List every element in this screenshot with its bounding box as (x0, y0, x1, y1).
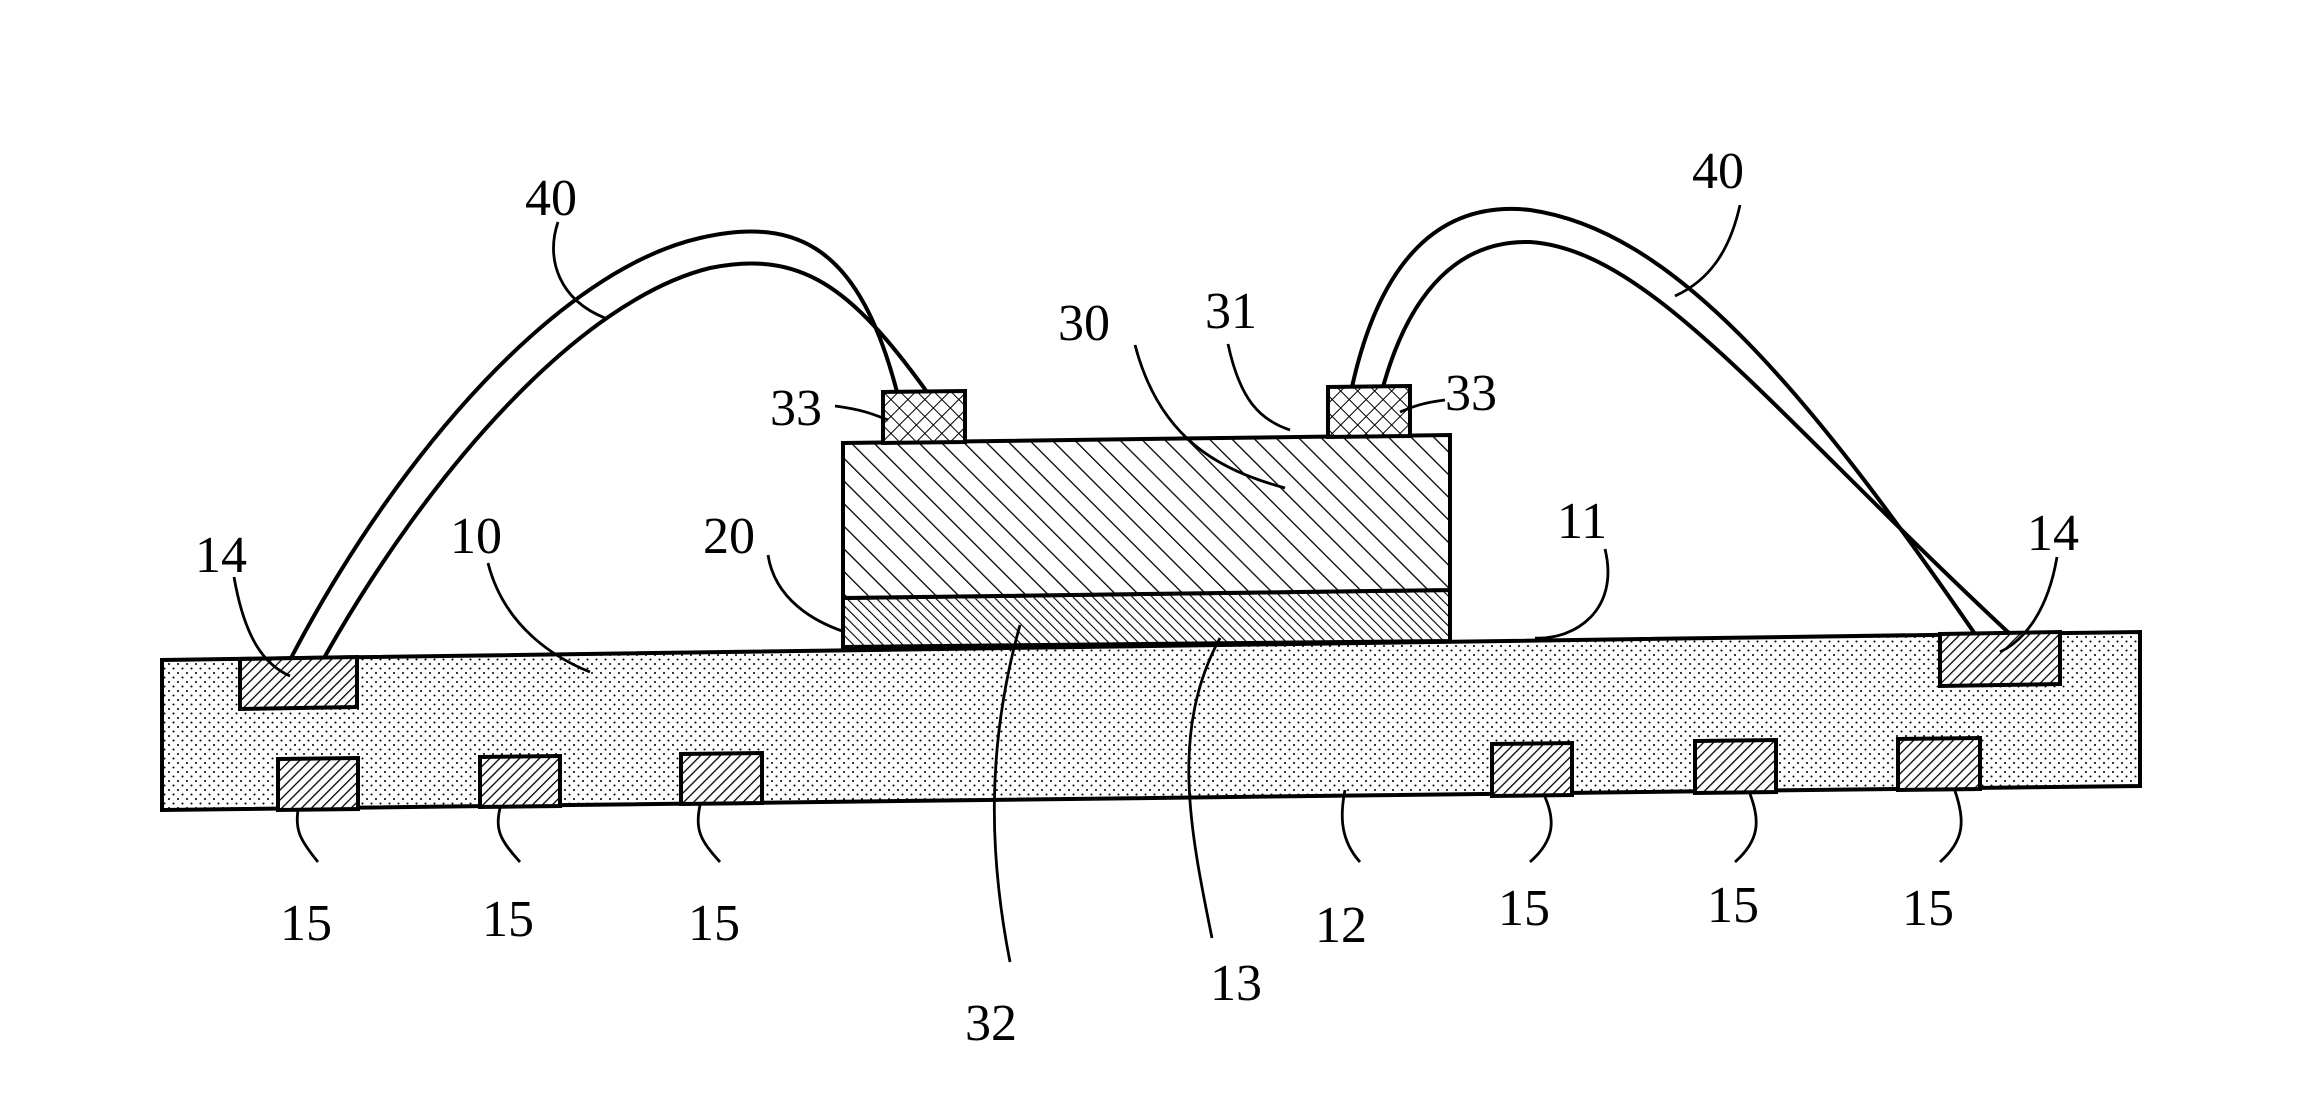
bottom-pad-3 (681, 753, 762, 804)
label-chip-area: 13 (1210, 955, 1262, 1012)
label-chip: 30 (1058, 295, 1110, 352)
label-chip-top: 31 (1205, 283, 1257, 340)
label-adhesive: 20 (703, 508, 755, 565)
leader-15-2 (498, 808, 520, 862)
bottom-pad-2 (480, 756, 560, 807)
leader-15-5 (1735, 794, 1756, 862)
bump-left (883, 391, 965, 443)
bond-wire-left (291, 232, 927, 658)
label-substrate: 10 (450, 508, 502, 565)
label-bottom-pad-4: 15 (1498, 880, 1550, 937)
label-top-pad-right: 14 (2027, 505, 2079, 562)
bottom-pad-1 (278, 758, 358, 810)
label-bottom-pad-5: 15 (1707, 877, 1759, 934)
label-bottom-pad-1: 15 (280, 895, 332, 952)
label-chip-bottom: 32 (965, 995, 1017, 1052)
leader-11 (1535, 549, 1608, 638)
leader-40-left (553, 222, 605, 318)
label-substrate-bottom: 12 (1315, 897, 1367, 954)
leader-33-left (835, 406, 888, 420)
label-bump-right: 33 (1445, 365, 1497, 422)
label-top-pad-left: 14 (195, 527, 247, 584)
leader-12 (1342, 790, 1360, 862)
label-substrate-top: 11 (1557, 493, 1607, 550)
chip (843, 435, 1450, 598)
leader-15-6 (1940, 791, 1961, 862)
leader-20 (768, 555, 845, 632)
bottom-pad-4 (1492, 743, 1572, 796)
top-pad-right (1940, 632, 2060, 686)
leader-15-4 (1530, 797, 1551, 862)
bump-right (1328, 386, 1410, 437)
label-bottom-pad-6: 15 (1902, 880, 1954, 937)
substrate (162, 632, 2140, 810)
label-bottom-pad-2: 15 (482, 891, 534, 948)
leader-31 (1228, 344, 1290, 430)
label-wire-right: 40 (1692, 143, 1744, 200)
label-bottom-pad-3: 15 (688, 895, 740, 952)
bottom-pad-5 (1695, 740, 1776, 793)
top-pad-left (240, 657, 357, 709)
label-bump-left: 33 (770, 380, 822, 437)
bottom-pad-6 (1898, 738, 1980, 790)
label-wire-left: 40 (525, 170, 577, 227)
leader-15-3 (698, 805, 720, 862)
leader-15-1 (297, 810, 318, 862)
